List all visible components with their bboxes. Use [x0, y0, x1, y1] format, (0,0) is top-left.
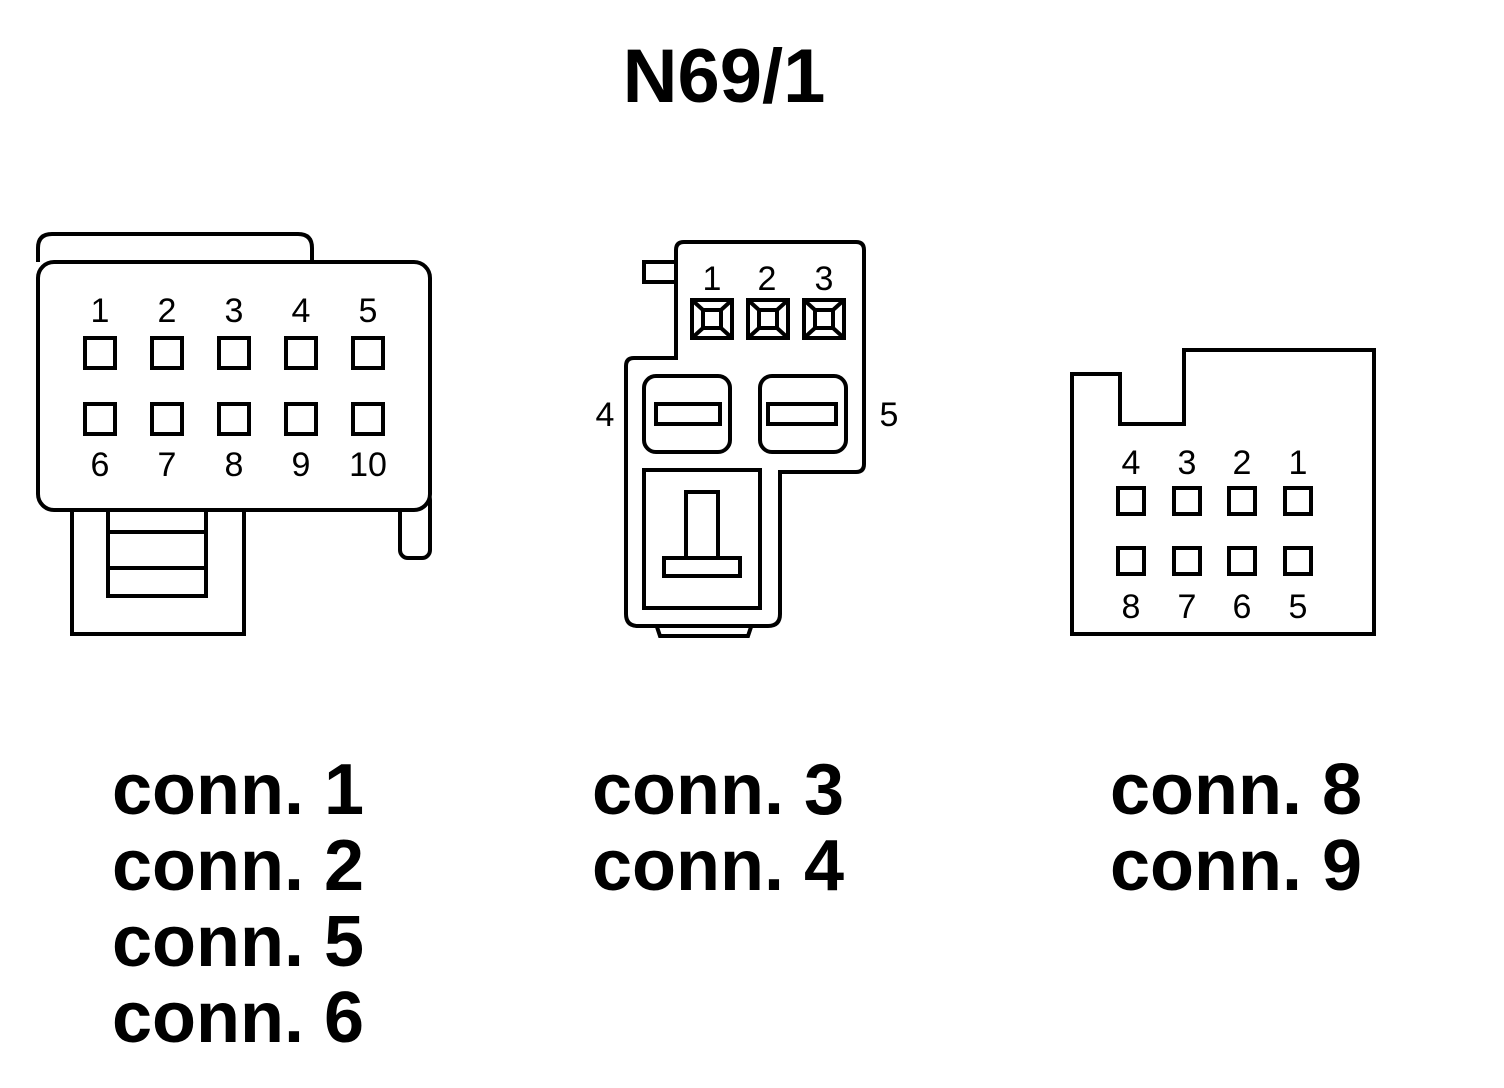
- connector-a-name-label: conn. 6: [112, 978, 364, 1058]
- connector-b-slot-5: [758, 374, 848, 454]
- connector-c-pin-label: 2: [1233, 444, 1252, 482]
- connector-b-pin-square-3: [802, 298, 846, 340]
- connector-a-pin: [217, 336, 251, 370]
- connector-c-pin-label: 7: [1178, 588, 1197, 626]
- connector-c-pin-label: 1: [1289, 444, 1308, 482]
- connector-b-pin-square-1: [690, 298, 734, 340]
- connector-c-pin: [1116, 546, 1146, 576]
- connector-a-pin: [83, 402, 117, 436]
- connector-a-name-label: conn. 1: [112, 750, 364, 830]
- connector-b-slot-4: [642, 374, 732, 454]
- connector-b-pin-label: 5: [880, 396, 899, 434]
- connector-a-pin: [217, 402, 251, 436]
- connector-c-pin-label: 4: [1122, 444, 1141, 482]
- connector-c-pin: [1227, 486, 1257, 516]
- connector-a-name-label: conn. 5: [112, 902, 364, 982]
- connector-c-pin-label: 5: [1289, 588, 1308, 626]
- connector-c-pin-label: 6: [1233, 588, 1252, 626]
- connector-c-pin: [1283, 486, 1313, 516]
- connector-c-name-label: conn. 9: [1110, 826, 1362, 906]
- connector-a-pin: [284, 402, 318, 436]
- connector-a-pin-label: 6: [91, 446, 110, 484]
- connector-a-pin: [351, 402, 385, 436]
- connector-c-pin-label: 3: [1178, 444, 1197, 482]
- connector-a-pin: [150, 336, 184, 370]
- connector-c-pin: [1283, 546, 1313, 576]
- connector-b-name-label: conn. 3: [592, 750, 844, 830]
- diagram-title: N69/1: [623, 34, 826, 119]
- connector-b-name-label: conn. 4: [592, 826, 844, 906]
- connector-a-pin-label: 4: [292, 292, 311, 330]
- connector-a-pin-label: 9: [292, 446, 311, 484]
- connector-c-pin: [1227, 546, 1257, 576]
- connector-a-pin-label: 2: [158, 292, 177, 330]
- connector-a: 1 2 3 4 5 6 7 8 9 10: [36, 232, 432, 636]
- connector-c-pin: [1116, 486, 1146, 516]
- connector-a-pin: [150, 402, 184, 436]
- connector-a-name-label: conn. 2: [112, 826, 364, 906]
- connector-a-pin-label: 5: [359, 292, 378, 330]
- connector-b-pin-label: 2: [758, 260, 777, 298]
- connector-b-pin-label: 3: [815, 260, 834, 298]
- connector-a-pin-label: 10: [349, 446, 387, 484]
- connector-a-pin: [351, 336, 385, 370]
- connector-a-pin-label: 8: [225, 446, 244, 484]
- connector-c-name-label: conn. 8: [1110, 750, 1362, 830]
- connector-a-pin-label: 1: [91, 292, 110, 330]
- connector-b: 1 2 3 4 5: [596, 240, 899, 638]
- connector-a-pin: [83, 336, 117, 370]
- connector-b-pin-label: 1: [703, 260, 722, 298]
- connector-a-pin: [284, 336, 318, 370]
- connector-a-pins: 1 2 3 4 5 6 7 8 9 10: [83, 292, 387, 484]
- connector-c-pin-label: 8: [1122, 588, 1141, 626]
- connector-c-pin: [1172, 546, 1202, 576]
- connector-a-pin-label: 3: [225, 292, 244, 330]
- connector-a-pin-label: 7: [158, 446, 177, 484]
- connector-c-pin: [1172, 486, 1202, 516]
- connector-b-pin-square-2: [746, 298, 790, 340]
- connector-b-pin-label: 4: [596, 396, 615, 434]
